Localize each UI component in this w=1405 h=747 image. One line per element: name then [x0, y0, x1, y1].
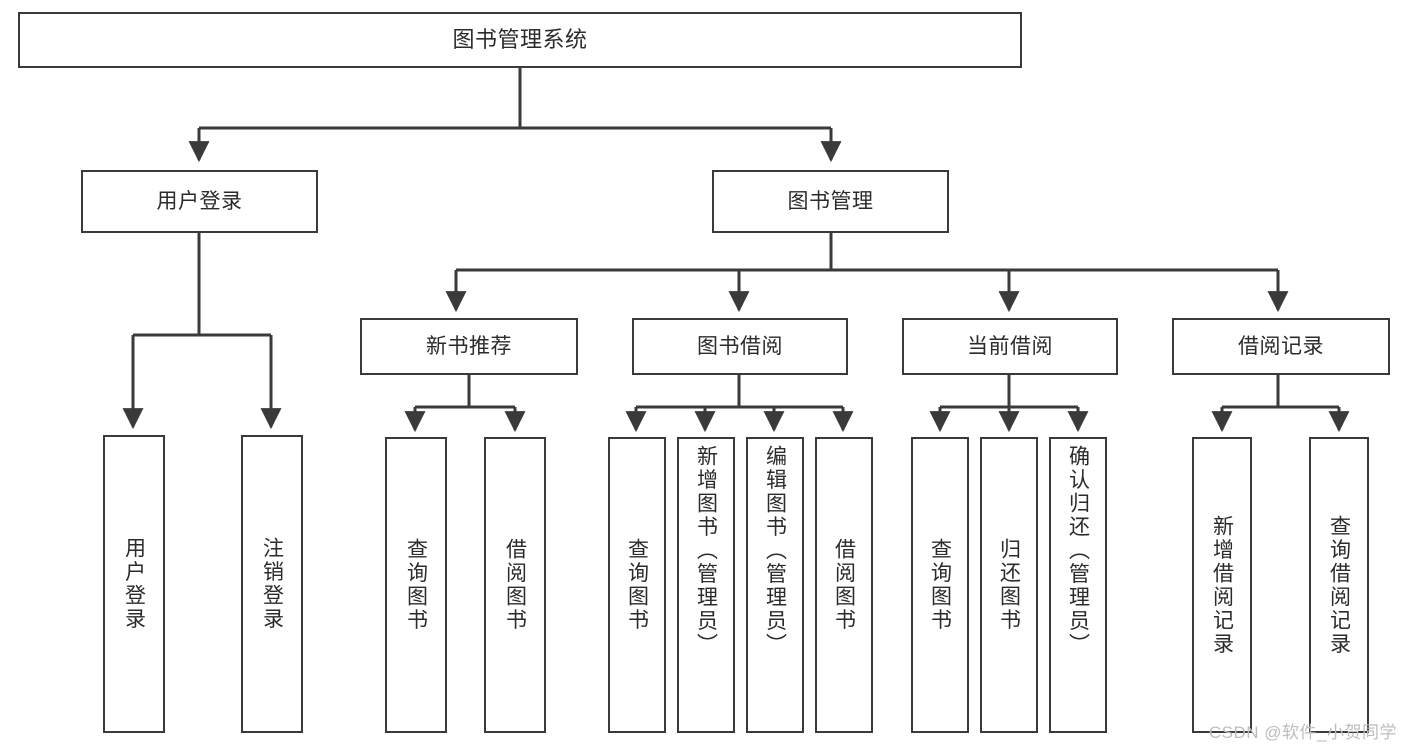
- node-new-book-recommend[interactable]: 新书推荐: [360, 318, 578, 375]
- node-label: 当前借阅: [967, 334, 1053, 358]
- leaf-query-book-borrow[interactable]: 查询图书: [608, 437, 666, 733]
- leaf-user-logout[interactable]: 注销登录: [241, 435, 303, 733]
- node-label: 新增借阅记录: [1210, 514, 1234, 656]
- leaf-confirm-return-admin[interactable]: 确认归还（管理员）: [1049, 437, 1107, 733]
- node-user-login[interactable]: 用户登录: [81, 170, 318, 233]
- node-label: 图书管理: [787, 189, 874, 213]
- node-book-management[interactable]: 图书管理: [712, 170, 949, 233]
- node-label: 借阅记录: [1238, 334, 1324, 358]
- node-label: 用户登录: [122, 537, 146, 631]
- leaf-borrow-book[interactable]: 借阅图书: [815, 437, 873, 733]
- node-label: 确认归还（管理员）: [1066, 445, 1090, 657]
- leaf-edit-book-admin[interactable]: 编辑图书（管理员）: [746, 437, 804, 733]
- leaf-user-login[interactable]: 用户登录: [103, 435, 165, 733]
- node-label: 查询图书: [404, 538, 428, 632]
- node-label: 注销登录: [260, 537, 284, 631]
- leaf-add-book-admin[interactable]: 新增图书（管理员）: [677, 437, 735, 733]
- node-label: 编辑图书（管理员）: [763, 445, 787, 657]
- node-label: 查询图书: [625, 538, 649, 632]
- node-label: 查询借阅记录: [1327, 514, 1351, 656]
- node-root-system[interactable]: 图书管理系统: [18, 12, 1022, 68]
- csdn-watermark: CSDN @软件_小贺同学: [1208, 723, 1397, 742]
- leaf-add-borrow-record[interactable]: 新增借阅记录: [1192, 437, 1252, 733]
- leaf-query-book-current[interactable]: 查询图书: [911, 437, 969, 733]
- node-borrow-records[interactable]: 借阅记录: [1172, 318, 1390, 375]
- node-label: 图书借阅: [697, 334, 783, 358]
- node-label: 用户登录: [156, 189, 243, 213]
- node-current-borrow[interactable]: 当前借阅: [902, 318, 1118, 375]
- node-label: 新增图书（管理员）: [694, 445, 718, 657]
- leaf-query-borrow-record[interactable]: 查询借阅记录: [1309, 437, 1369, 733]
- leaf-query-book-recommend[interactable]: 查询图书: [385, 437, 447, 733]
- node-label: 图书管理系统: [452, 26, 588, 52]
- leaf-borrow-book-recommend[interactable]: 借阅图书: [484, 437, 546, 733]
- node-label: 归还图书: [997, 538, 1021, 632]
- leaf-return-book[interactable]: 归还图书: [980, 437, 1038, 733]
- node-label: 新书推荐: [426, 334, 512, 358]
- node-label: 查询图书: [928, 538, 952, 632]
- node-label: 借阅图书: [832, 538, 856, 632]
- node-label: 借阅图书: [503, 538, 527, 632]
- node-book-borrow[interactable]: 图书借阅: [632, 318, 848, 375]
